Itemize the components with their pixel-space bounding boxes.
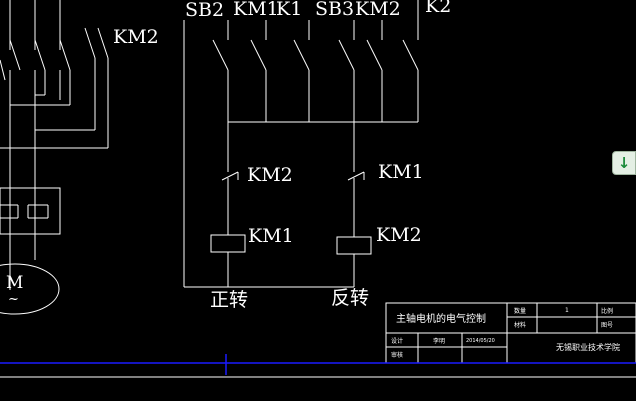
tb-material-label: 材料 (514, 321, 526, 329)
label-km1-top: KM1 (233, 0, 279, 20)
tb-school: 无锡职业技术学院 (556, 342, 620, 352)
label-motor-ac: ~ (8, 292, 19, 307)
tb-review-label: 审核 (391, 351, 403, 359)
label-k2: K2 (425, 0, 451, 17)
tb-quantity-value: 1 (565, 307, 569, 314)
tb-design-label: 设计 (391, 337, 403, 345)
tb-drawing-title: 主轴电机的电气控制 (396, 312, 486, 325)
motor-symbol (0, 263, 60, 315)
label-km2-left: KM2 (113, 26, 159, 48)
title-block (385, 302, 636, 364)
tb-date: 2014/05/20 (466, 338, 495, 344)
tb-designer: 李明 (433, 337, 445, 345)
label-sb3: SB3 (315, 0, 354, 20)
label-k1: K1 (276, 0, 302, 20)
label-coil-km1: KM1 (248, 225, 294, 247)
label-motor: M (6, 273, 23, 293)
label-coil-km2: KM2 (376, 224, 422, 246)
label-sb2: SB2 (185, 0, 224, 21)
label-km2-top: KM2 (355, 0, 401, 20)
label-contact-km1: KM1 (378, 161, 424, 183)
tb-quantity-label: 数量 (514, 307, 526, 315)
control-circuit (183, 0, 419, 288)
label-reverse: 反转 (331, 287, 369, 309)
tb-drawing-no-label: 图号 (601, 322, 613, 329)
main-circuit (0, 0, 109, 315)
tb-scale-label: 比例 (601, 307, 613, 315)
label-forward: 正转 (210, 289, 248, 311)
download-icon[interactable]: ↓ (612, 151, 636, 175)
label-contact-km2: KM2 (247, 164, 293, 186)
coil-km2 (336, 236, 372, 255)
coil-km1 (210, 234, 246, 253)
